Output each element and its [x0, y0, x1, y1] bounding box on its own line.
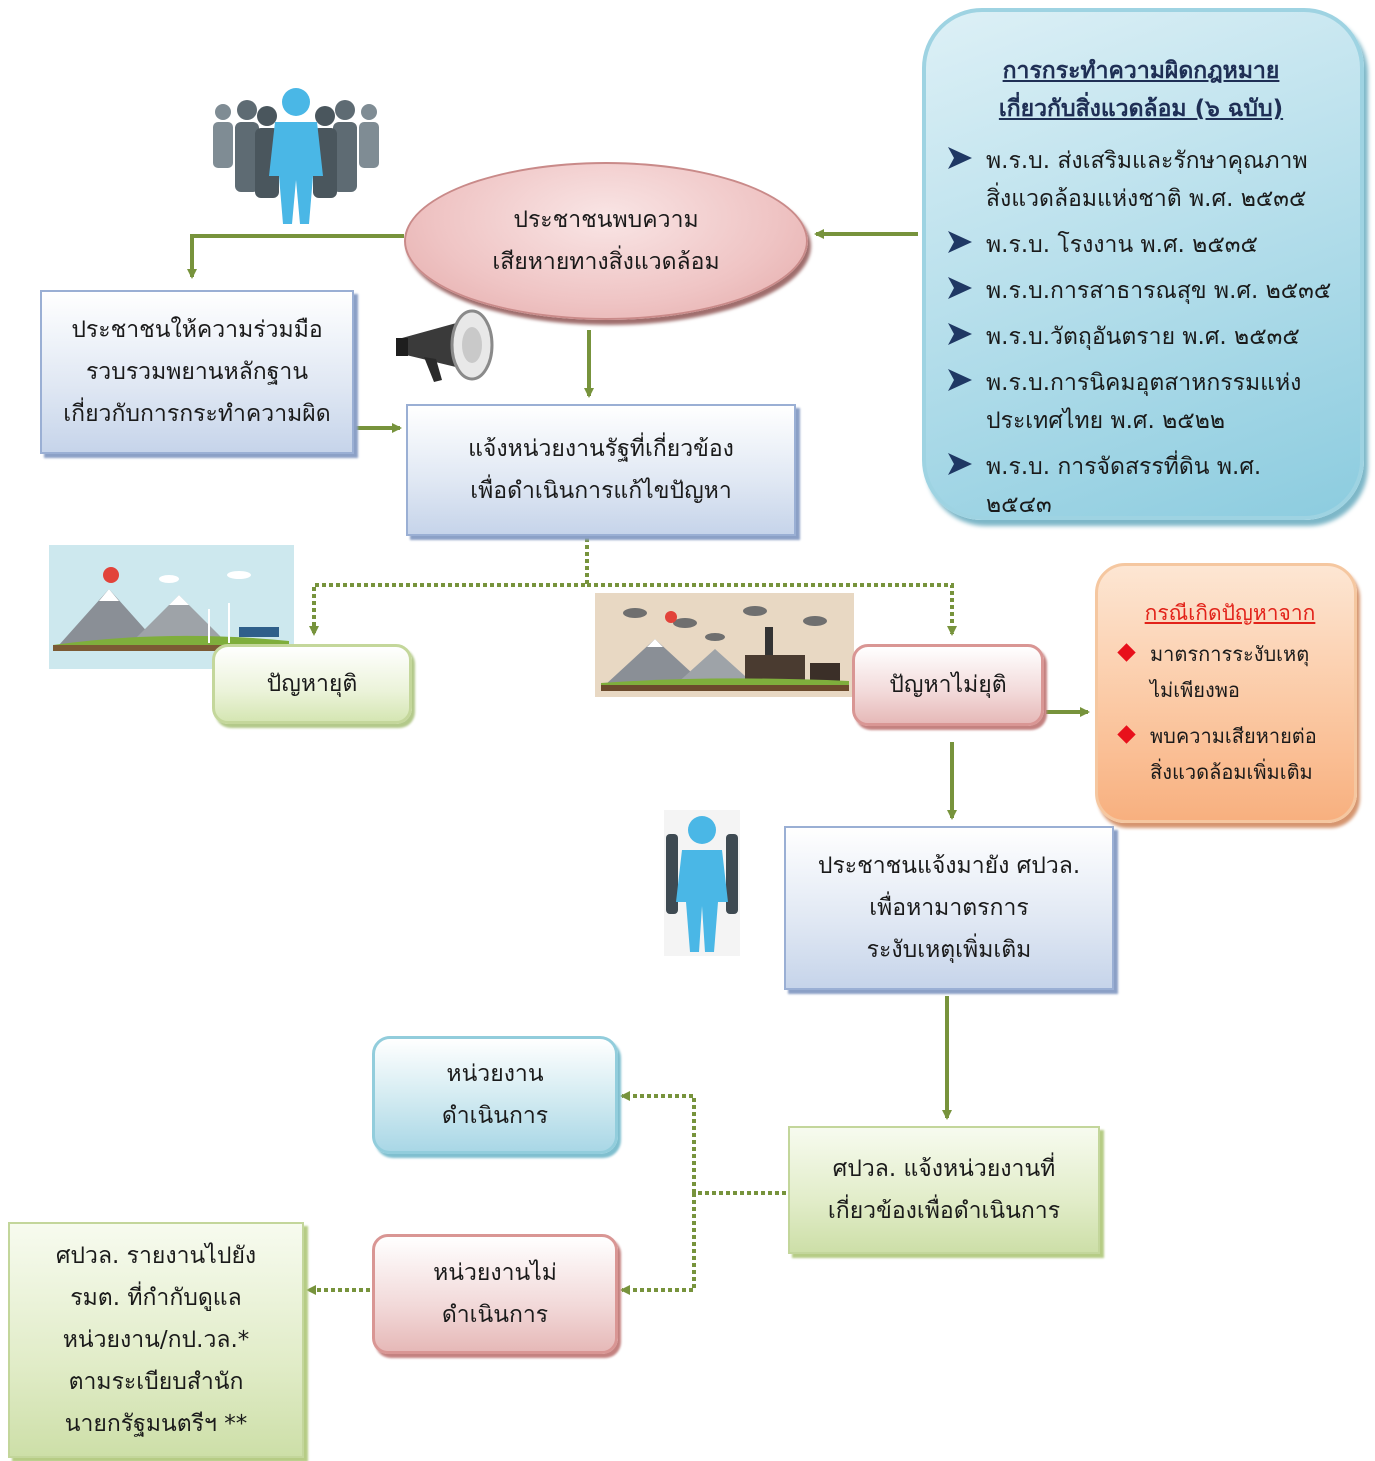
- diamond-bullet-icon: [1117, 725, 1136, 744]
- law-line: พ.ร.บ.การสาธารณสุข พ.ศ. ๒๕๓๕: [986, 278, 1332, 304]
- case-line: ไม่เพียงพอ: [1150, 678, 1240, 702]
- node-center-notifies-agencies: ศปวล. แจ้งหน่วยงานที่ เกี่ยวข้องเพื่อดำเ…: [788, 1126, 1100, 1254]
- node-notify-agency: แจ้งหน่วยงานรัฐที่เกี่ยวข้อง เพื่อดำเนิน…: [406, 404, 796, 536]
- node-text: ศปวล. แจ้งหน่วยงานที่: [832, 1156, 1056, 1182]
- arrow-ellipse-to-cooperate: [187, 234, 404, 279]
- arrow-bullet-icon: [948, 277, 972, 299]
- laws-title-line: เกี่ยวกับสิ่งแวดล้อม (๖ ฉบับ): [998, 96, 1284, 122]
- law-line: พ.ร.บ. โรงงาน พ.ศ. ๒๕๓๕: [986, 232, 1258, 258]
- node-text: หน่วยงาน: [446, 1061, 544, 1087]
- node-text: หน่วยงานไม่: [433, 1260, 557, 1286]
- node-not-resolved: ปัญหาไม่ยุติ: [852, 644, 1044, 726]
- node-text: เกี่ยวข้องเพื่อดำเนินการ: [827, 1198, 1061, 1224]
- law-item: พ.ร.บ. ส่งเสริมและรักษาคุณภาพ สิ่งแวดล้อ…: [948, 142, 1334, 218]
- law-line: ประเทศไทย พ.ศ. ๒๕๒๒: [986, 408, 1226, 434]
- diamond-bullet-icon: [1117, 643, 1136, 662]
- node-text: ปัญหายุติ: [266, 671, 358, 697]
- clean-landscape-illustration: [49, 545, 294, 669]
- node-text: ประชาชนแจ้งมายัง ศปวล.: [817, 853, 1081, 879]
- laws-title-line: การกระทำความผิดกฎหมาย: [1002, 58, 1280, 84]
- case-line: มาตรการระงับเหตุ: [1150, 642, 1310, 666]
- megaphone-icon: [390, 302, 510, 392]
- dotted-notify-to-unresolved: [587, 583, 957, 636]
- node-public-finds-damage: ประชาชนพบความ เสียหายทางสิ่งแวดล้อม: [404, 162, 808, 320]
- node-text: รวบรวมพยานหลักฐาน: [85, 359, 309, 385]
- node-text: ดำเนินการ: [441, 1103, 549, 1129]
- node-agency-not-act: หน่วยงานไม่ ดำเนินการ: [372, 1234, 618, 1354]
- law-item: พ.ร.บ. โรงงาน พ.ศ. ๒๕๓๕: [948, 226, 1334, 264]
- node-text: รมต. ที่กำกับดูแล: [70, 1285, 242, 1311]
- cases-title: กรณีเกิดปัญหาจาก: [1144, 601, 1316, 625]
- node-text: เพื่อหามาตรการ: [869, 895, 1029, 921]
- dotted-branch-to-not-act: [620, 1193, 696, 1295]
- node-text: แจ้งหน่วยงานรัฐที่เกี่ยวข้อง: [468, 436, 734, 462]
- node-text: ศปวล. รายงานไปยัง: [55, 1243, 257, 1269]
- node-text: ประชาชนให้ความร่วมมือ: [71, 317, 323, 343]
- node-text: เสียหายทางสิ่งแวดล้อม: [492, 249, 720, 275]
- laws-panel: การกระทำความผิดกฎหมาย เกี่ยวกับสิ่งแวดล้…: [922, 8, 1364, 520]
- arrow-bullet-icon: [948, 369, 972, 391]
- crowd-icon: [213, 88, 379, 224]
- node-text: เกี่ยวกับการกระทำความผิด: [63, 401, 331, 427]
- arrow-bullet-icon: [948, 453, 972, 475]
- case-line: พบความเสียหายต่อ: [1150, 724, 1317, 748]
- node-public-cooperate: ประชาชนให้ความร่วมมือ รวบรวมพยานหลักฐาน …: [40, 290, 354, 454]
- person-crowd-icon: [664, 810, 740, 956]
- case-line: สิ่งแวดล้อมเพิ่มเติม: [1150, 760, 1313, 784]
- arrow-bullet-icon: [948, 147, 972, 169]
- arrow-bullet-icon: [948, 231, 972, 253]
- node-notify-center: ประชาชนแจ้งมายัง ศปวล. เพื่อหามาตรการ ระ…: [784, 826, 1114, 990]
- law-item: พ.ร.บ.วัตถุอันตราย พ.ศ. ๒๕๓๕: [948, 318, 1334, 356]
- laws-list: พ.ร.บ. ส่งเสริมและรักษาคุณภาพ สิ่งแวดล้อ…: [948, 142, 1334, 524]
- node-agency-acts: หน่วยงาน ดำเนินการ: [372, 1036, 618, 1154]
- dotted-notify-to-resolved: [309, 538, 589, 636]
- node-text: ระงับเหตุเพิ่มเติม: [866, 937, 1032, 963]
- law-line: พ.ร.บ.การนิคมอุตสาหกรรมแห่ง: [986, 370, 1302, 396]
- node-text: ประชาชนพบความ: [513, 207, 699, 233]
- case-item: พบความเสียหายต่อ สิ่งแวดล้อมเพิ่มเติม: [1117, 718, 1340, 790]
- polluted-factory-illustration: [595, 593, 854, 697]
- law-line: พ.ร.บ. การจัดสรรที่ดิน พ.ศ. ๒๕๔๓: [986, 454, 1262, 518]
- law-item: พ.ร.บ.การสาธารณสุข พ.ศ. ๒๕๓๕: [948, 272, 1334, 310]
- law-item: พ.ร.บ.การนิคมอุตสาหกรรมแห่ง ประเทศไทย พ.…: [948, 364, 1334, 440]
- node-text: ดำเนินการ: [441, 1302, 549, 1328]
- node-text: เพื่อดำเนินการแก้ไขปัญหา: [470, 478, 732, 504]
- arrow-bullet-icon: [948, 323, 972, 345]
- problem-cases-panel: กรณีเกิดปัญหาจาก มาตรการระงับเหตุ ไม่เพี…: [1095, 563, 1357, 823]
- node-text: หน่วยงาน/กป.วล.*: [62, 1327, 250, 1353]
- law-line: พ.ร.บ.วัตถุอันตราย พ.ศ. ๒๕๓๕: [986, 324, 1300, 350]
- node-text: ตามระเบียบสำนัก: [68, 1369, 244, 1395]
- node-text: นายกรัฐมนตรีฯ **: [64, 1411, 248, 1437]
- case-item: มาตรการระงับเหตุ ไม่เพียงพอ: [1117, 636, 1340, 708]
- node-resolved: ปัญหายุติ: [212, 644, 412, 724]
- law-line: สิ่งแวดล้อมแห่งชาติ พ.ศ. ๒๕๓๕: [986, 186, 1307, 212]
- law-line: พ.ร.บ. ส่งเสริมและรักษาคุณภาพ: [986, 148, 1308, 174]
- node-text: ปัญหาไม่ยุติ: [889, 672, 1007, 698]
- node-center-report: ศปวล. รายงานไปยัง รมต. ที่กำกับดูแล หน่ว…: [8, 1222, 304, 1458]
- laws-title: การกระทำความผิดกฎหมาย เกี่ยวกับสิ่งแวดล้…: [948, 52, 1334, 128]
- law-item: พ.ร.บ. การจัดสรรที่ดิน พ.ศ. ๒๕๔๓: [948, 448, 1334, 524]
- dotted-branch-to-acts: [620, 1091, 696, 1193]
